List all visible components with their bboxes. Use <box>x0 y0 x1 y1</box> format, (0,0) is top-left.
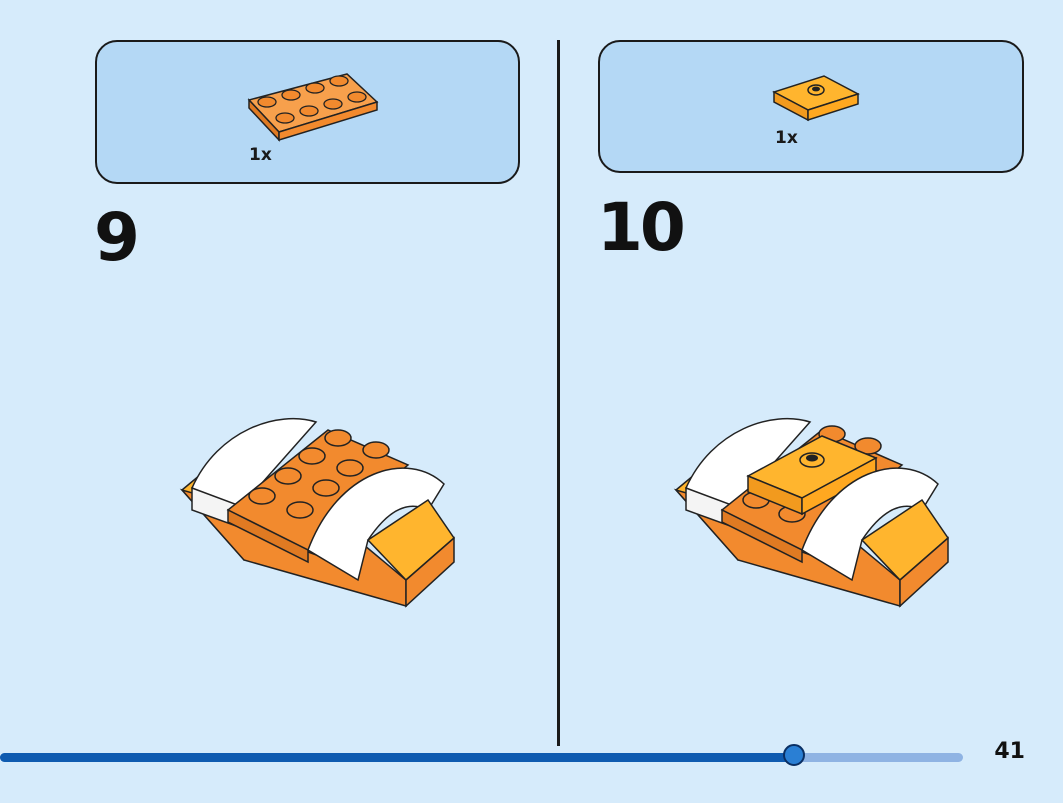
step-10-build-illustration <box>673 418 949 608</box>
step-number: 10 <box>597 189 686 266</box>
step-9-build-illustration <box>179 418 455 608</box>
part-quantity: 1x <box>249 145 272 165</box>
step-divider <box>557 40 560 746</box>
step-number: 9 <box>94 199 140 276</box>
page-number: 41 <box>994 739 1025 764</box>
yellow-orange-2x2-jumper-plate-icon <box>772 75 860 122</box>
progress-knob[interactable] <box>783 744 806 766</box>
parts-callout-step-9: 1x <box>95 40 520 184</box>
progress-fill <box>0 753 795 762</box>
part-quantity: 1x <box>775 128 798 148</box>
orange-2x4-plate-icon <box>247 73 379 142</box>
page-progress-bar[interactable] <box>0 744 963 766</box>
parts-callout-step-10: 1x <box>598 40 1024 173</box>
